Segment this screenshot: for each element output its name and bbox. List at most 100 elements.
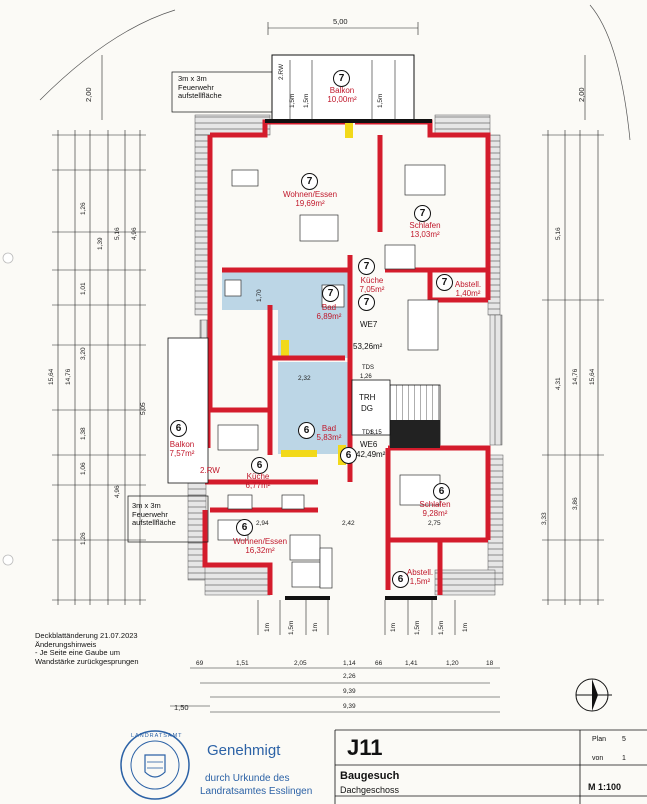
meter-label: 1,5m (414, 620, 421, 635)
room-number-badge: 6 (298, 422, 315, 439)
von-number: 1 (622, 755, 626, 762)
bottom-dim: 1,14 (343, 660, 356, 667)
left-dim: 1,38 (80, 427, 87, 440)
left-dim: 1,26 (80, 202, 87, 215)
bottom-dim: 18 (486, 660, 494, 667)
tds-value: 1,26 (360, 374, 372, 380)
punch-hole-icon (2, 252, 14, 264)
top-meter-lines (289, 60, 396, 120)
right-dim: 3,33 (541, 512, 548, 525)
dim-total-width: 5,00 (333, 17, 348, 26)
dim-side-right: 2,00 (577, 87, 586, 102)
left-dim: 3,20 (80, 347, 87, 360)
inner-dim: 2,94 (256, 520, 269, 527)
meter-label: 1m (264, 622, 271, 632)
left-dim: 5,16 (114, 227, 121, 240)
bottom-meter-zones (257, 600, 456, 635)
right-dim: 5,16 (555, 227, 562, 240)
tds-label: TDS (362, 365, 374, 371)
left-ticks (52, 134, 604, 601)
meter-label: 1,5m (438, 620, 445, 635)
plan-title: Baugesuch (340, 770, 400, 782)
bottom-dim: 1,41 (405, 660, 418, 667)
right-dim: 4,31 (555, 377, 562, 390)
rw-label: 2.RW (278, 63, 285, 80)
bottom-dim-offset: 1,50 (174, 703, 189, 712)
meter-label: 1m (312, 622, 319, 632)
bottom-dim: 69 (196, 660, 204, 667)
room-number-badge: 6 (392, 571, 409, 588)
von-label: von (592, 755, 604, 762)
roof-bottom-left (204, 564, 271, 596)
room-number-badge: 6 (236, 519, 253, 536)
dim-side-left: 2,00 (84, 87, 93, 102)
rw-label: 2.RW (200, 466, 220, 475)
bottom-dim: 66 (375, 660, 383, 667)
seal-text: LANDRATSAMT (131, 733, 183, 739)
arc-line-right (589, 4, 631, 141)
we6-area: 42,49m² (356, 450, 386, 459)
left-dim: 1,01 (80, 282, 87, 295)
we7-name: WE7 (360, 320, 378, 329)
highlight-1 (345, 122, 353, 138)
right-dim: 15,64 (589, 368, 596, 385)
meter-label: 1,5m (377, 93, 384, 108)
room-number-badge: 7 (414, 205, 431, 222)
bottom-dim: 1,20 (446, 660, 459, 667)
stairwell-box (351, 379, 391, 436)
window-bars (265, 119, 437, 600)
title-block-lines (334, 729, 647, 804)
furniture (217, 164, 446, 589)
punch-hole-icon (2, 554, 14, 566)
approval-stamp-line1: durch Urkunde des (205, 773, 290, 784)
roof-bottom-right (434, 569, 496, 596)
room-number-badge: 7 (436, 274, 453, 291)
room-number-badge: 7 (301, 173, 318, 190)
room-number-badge: 6 (433, 483, 450, 500)
left-dim: 4,96 (131, 227, 138, 240)
north-arrow-icon (575, 678, 612, 712)
meter-label: 1,5m (289, 93, 296, 108)
room-number-badge: 7 (358, 258, 375, 275)
meter-label: 1,5m (303, 93, 310, 108)
roof-top-right (434, 114, 491, 136)
balcony7-label: Balkon 10,00m² (322, 86, 362, 104)
right-dim: 3,86 (572, 497, 579, 510)
bad7-fill-b (278, 310, 350, 358)
trh-floor: DG (361, 404, 373, 413)
meter-label: 1,5m (288, 620, 295, 635)
trh-label: TRH (359, 393, 376, 402)
bad6-fill (278, 362, 348, 454)
left-dim: 1,39 (97, 237, 104, 250)
room-number-badge: 7 (358, 294, 375, 311)
meter-label: 1m (462, 622, 469, 632)
left-dim: 14,76 (65, 368, 72, 385)
roof-top-left (194, 114, 271, 136)
inner-dim: 2,42 (342, 520, 355, 527)
room-number-badge: 7 (333, 70, 350, 87)
approval-stamp-line2: Landratsamtes Esslingen (200, 786, 313, 797)
top-balcony-outline (271, 54, 415, 121)
bottom-dim: 9,39 (343, 703, 356, 710)
inner-dim: 2,75 (428, 520, 441, 527)
meter-label: 1m (390, 622, 397, 632)
room-number-badge: 6 (251, 457, 268, 474)
bottom-dim: 1,51 (236, 660, 249, 667)
we6-name: WE6 (360, 440, 378, 449)
room-number-badge: 6 (340, 447, 357, 464)
right-dim: 14,76 (572, 368, 579, 385)
highlight-2 (281, 340, 289, 356)
highlight-3 (281, 450, 317, 457)
plan-code: J11 (347, 735, 383, 760)
official-seal-icon (120, 730, 190, 800)
approval-stamp-title: Genehmigt (207, 742, 281, 759)
